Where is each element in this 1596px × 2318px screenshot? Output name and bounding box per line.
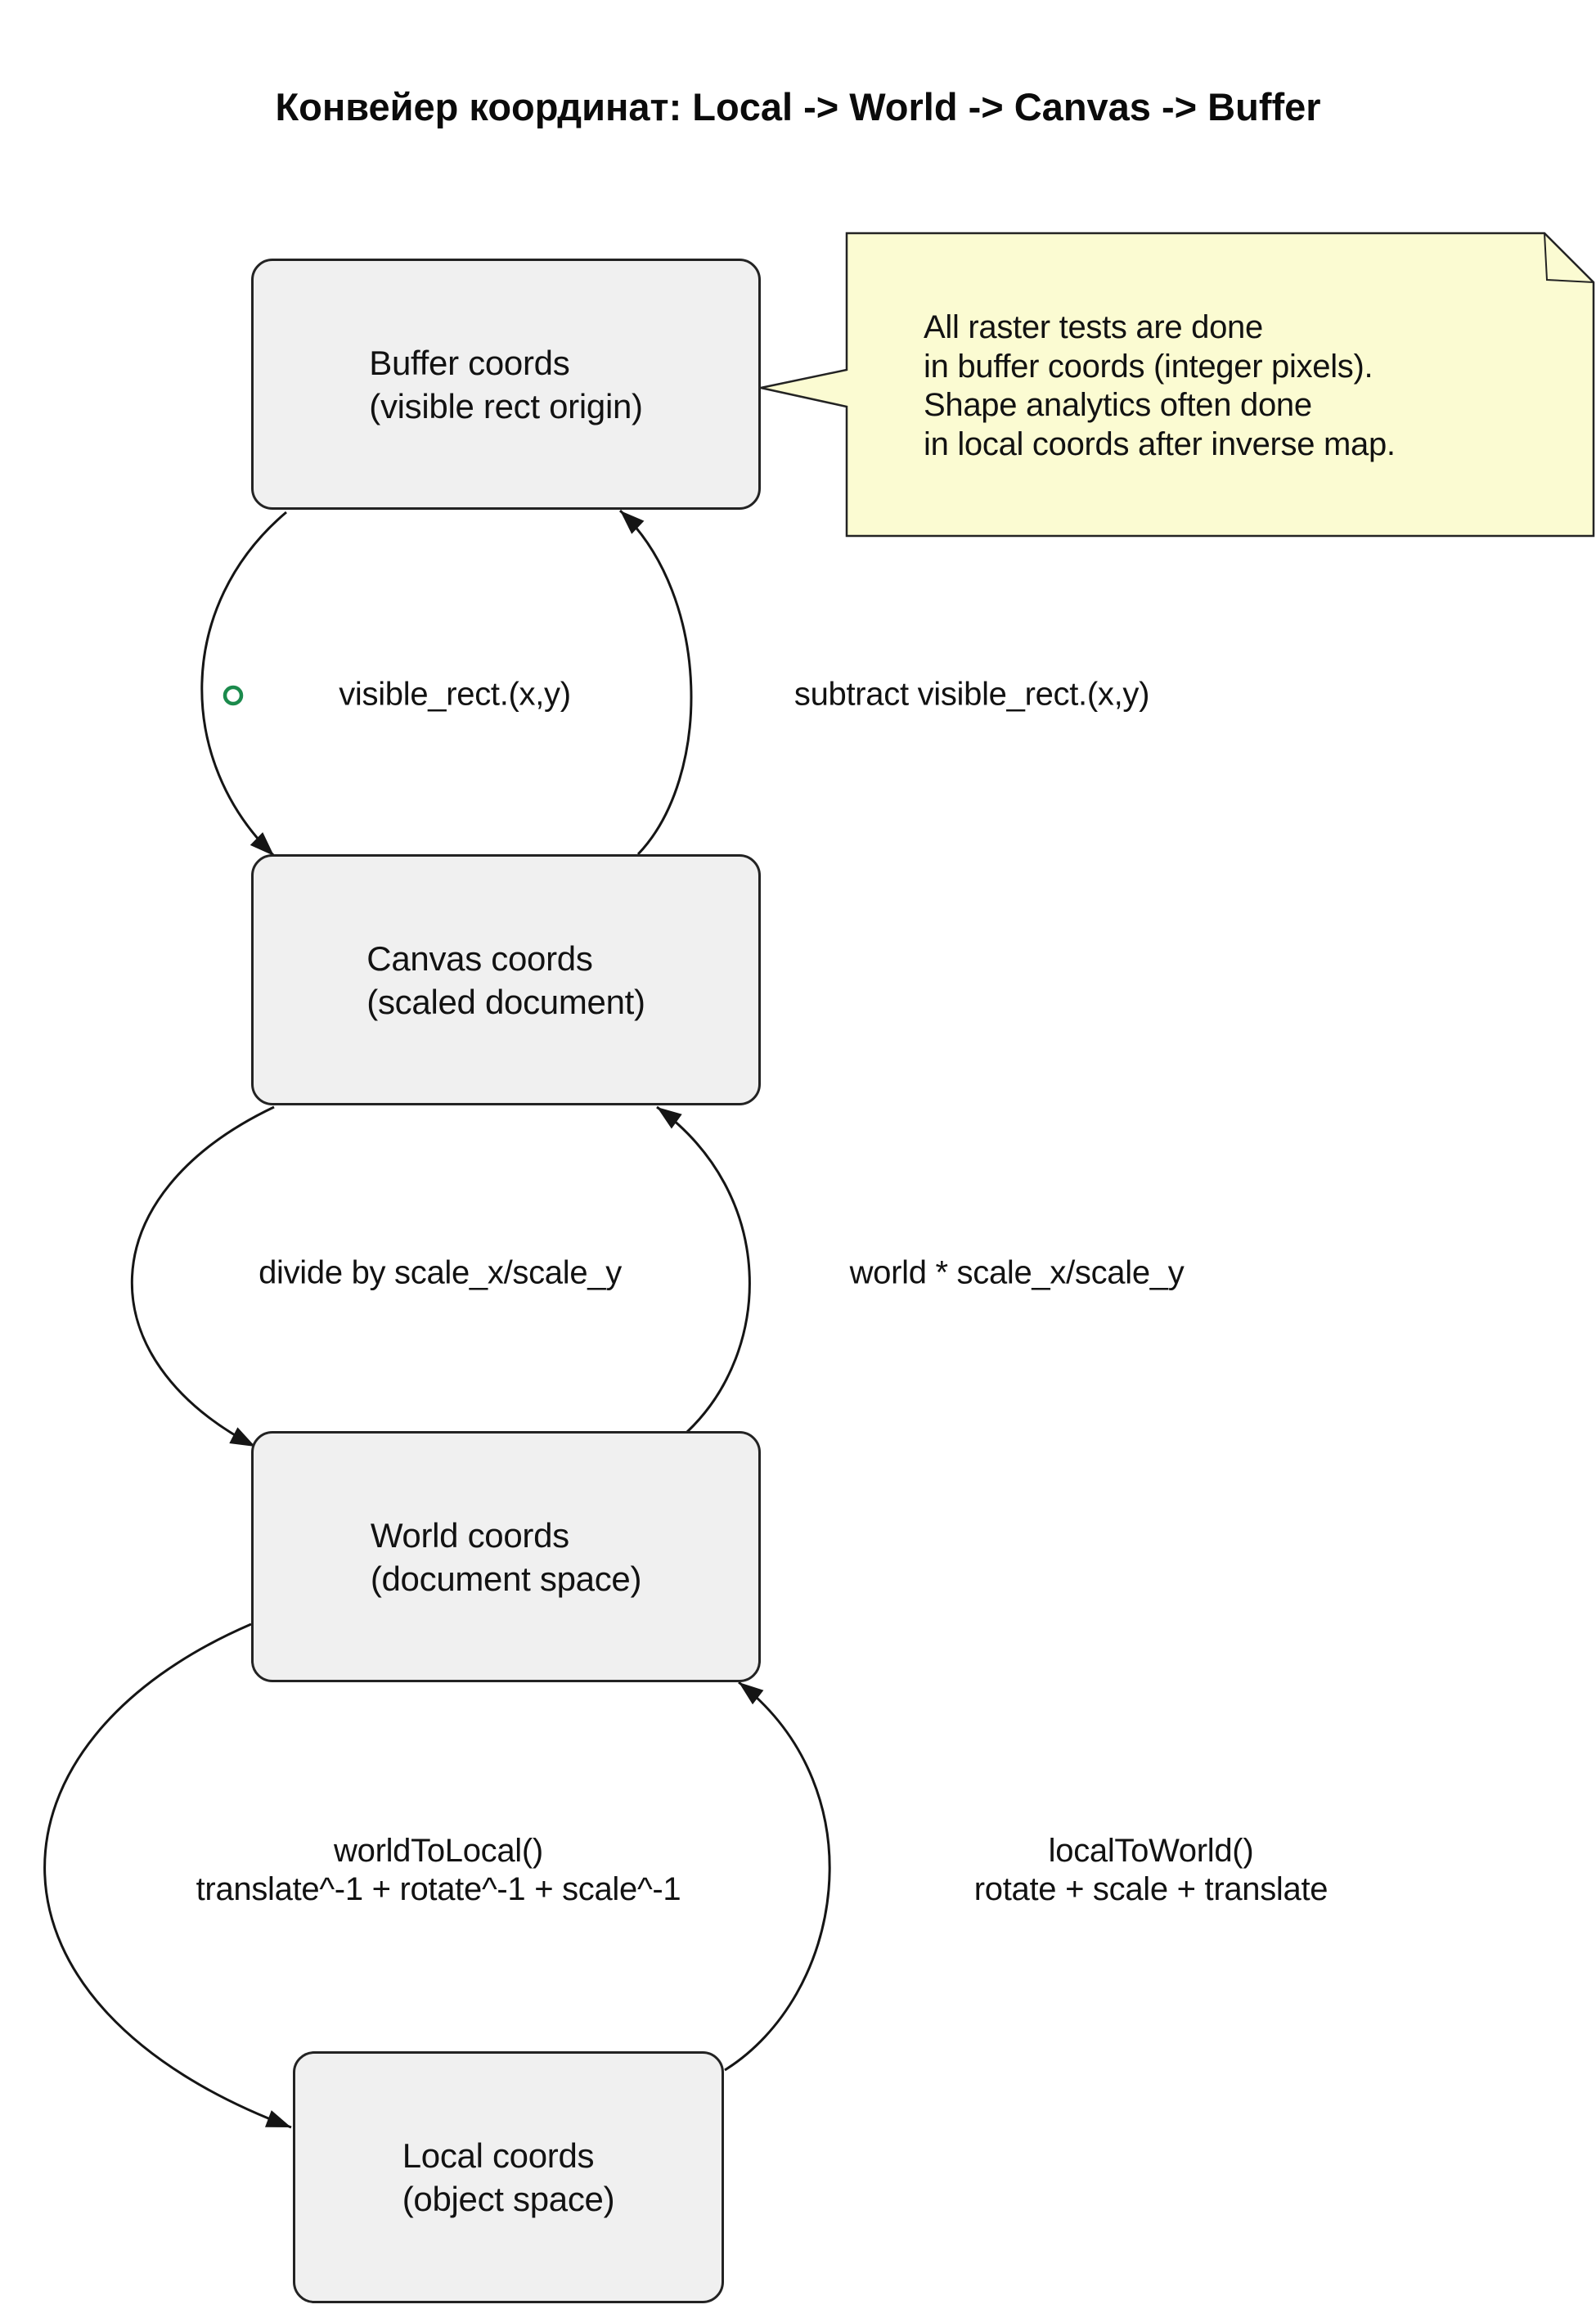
node-world-line2: (document space): [370, 1559, 642, 1598]
note-line4: in local coords after inverse map.: [924, 425, 1396, 462]
edge-canvas-to-buffer: [618, 509, 693, 856]
edge-start-circle-icon: [223, 685, 244, 706]
edge-label-local-to-world-line1: localToWorld(): [1048, 1833, 1254, 1869]
note-fold-corner: [1544, 232, 1594, 283]
node-world-coords: World coords (document space): [251, 1431, 761, 1682]
arrowhead-into-world-top: [229, 1427, 255, 1447]
node-canvas-coords: Canvas coords (scaled document): [251, 854, 761, 1105]
node-world-label: World coords (document space): [370, 1514, 642, 1600]
edge-label-canvas-to-buffer: subtract visible_rect.(x,y): [794, 676, 1150, 713]
edge-buffer-to-canvas: [200, 511, 287, 857]
node-buffer-coords: Buffer coords (visible rect origin): [251, 259, 761, 510]
arrowhead-into-local-left: [265, 2110, 291, 2127]
edge-label-world-to-local-line1: worldToLocal(): [334, 1833, 543, 1869]
node-local-line1: Local coords: [402, 2136, 595, 2175]
node-local-coords: Local coords (object space): [293, 2051, 724, 2303]
edge-label-world-to-canvas: world * scale_x/scale_y: [849, 1254, 1185, 1291]
node-local-label: Local coords (object space): [402, 2134, 615, 2221]
edge-label-world-to-local-line2: translate^-1 + rotate^-1 + scale^-1: [196, 1871, 681, 1907]
node-buffer-line1: Buffer coords: [369, 343, 570, 382]
note-line1: All raster tests are done: [924, 309, 1263, 345]
node-canvas-line1: Canvas coords: [366, 938, 593, 978]
edge-label-world-to-local: worldToLocal() translate^-1 + rotate^-1 …: [196, 1832, 681, 1909]
edge-label-canvas-to-world: divide by scale_x/scale_y: [259, 1254, 622, 1291]
node-world-line1: World coords: [370, 1515, 569, 1555]
node-canvas-line2: (scaled document): [366, 982, 645, 1021]
node-buffer-line2: (visible rect origin): [369, 386, 643, 425]
edge-world-to-canvas: [656, 1105, 751, 1434]
note-shape: [760, 232, 1595, 538]
arrowhead-into-world-bottom: [739, 1682, 764, 1705]
edge-label-local-to-world-line2: rotate + scale + translate: [973, 1871, 1329, 1907]
edge-canvas-to-world: [130, 1105, 275, 1448]
node-local-line2: (object space): [402, 2180, 615, 2218]
node-buffer-label: Buffer coords (visible rect origin): [369, 341, 643, 428]
note-line3: Shape analytics often done: [924, 387, 1312, 423]
edge-local-to-world: [724, 1681, 831, 2072]
page-title: Конвейер координат: Local -> World -> Ca…: [275, 85, 1321, 128]
arrowhead-into-canvas-bottom: [657, 1107, 682, 1129]
edge-world-to-local: [43, 1623, 292, 2129]
edge-label-local-to-world: localToWorld() rotate + scale + translat…: [973, 1832, 1329, 1909]
arrowhead-into-canvas-top: [250, 832, 274, 856]
edge-label-buffer-to-canvas: visible_rect.(x,y): [339, 676, 571, 713]
note-text: All raster tests are done in buffer coor…: [924, 308, 1396, 464]
note-line2: in buffer coords (integer pixels).: [924, 348, 1373, 385]
node-canvas-label: Canvas coords (scaled document): [366, 937, 645, 1024]
arrowhead-into-buffer-bottom: [620, 511, 645, 534]
